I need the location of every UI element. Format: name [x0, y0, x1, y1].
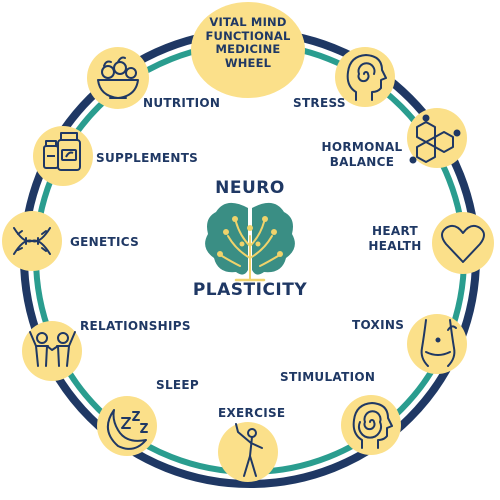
title-line: FUNCTIONAL: [205, 28, 291, 43]
label-toxins: TOXINS: [352, 318, 405, 332]
dna-icon: [2, 211, 62, 271]
label-genetics: GENETICS: [70, 235, 140, 249]
center-top-label: NEURO: [215, 178, 285, 198]
head-spiral-icon: [335, 47, 395, 107]
label-line: HEALTH: [368, 239, 422, 253]
label-line: HEART: [372, 224, 418, 238]
head-spiral-icon: [341, 395, 401, 455]
label-relationships: RELATIONSHIPS: [80, 319, 191, 333]
title-line: VITAL MIND: [209, 15, 287, 29]
torso-icon: [407, 314, 467, 374]
label-hormonal-balance: HORMONAL BALANCE: [318, 140, 406, 170]
label-stress: STRESS: [293, 96, 346, 110]
label-stimulation: STIMULATION: [280, 370, 376, 384]
title-line: MEDICINE: [215, 42, 281, 56]
brain-tree-icon: [205, 202, 295, 282]
hexagon-molecule-icon: [407, 108, 467, 168]
center-bottom-label: PLASTICITY: [192, 280, 308, 300]
people-icon: [22, 321, 82, 381]
heart-icon: [432, 212, 494, 274]
label-exercise: EXERCISE: [218, 406, 286, 420]
label-heart-health: HEART HEALTH: [365, 224, 425, 254]
wheel-title: VITAL MIND FUNCTIONAL MEDICINE WHEEL: [192, 15, 304, 70]
label-nutrition: NUTRITION: [143, 96, 221, 110]
moon-zzz-icon: [97, 396, 157, 456]
supplement-jars-icon: [33, 126, 93, 186]
stretching-person-icon: [218, 422, 278, 482]
label-sleep: SLEEP: [156, 378, 199, 392]
label-line: HORMONAL: [321, 140, 403, 154]
title-bubble: [191, 2, 305, 98]
fruit-bowl-icon: [87, 47, 149, 109]
label-line: BALANCE: [329, 155, 395, 169]
label-supplements: SUPPLEMENTS: [96, 151, 199, 165]
title-line: WHEEL: [224, 55, 272, 70]
